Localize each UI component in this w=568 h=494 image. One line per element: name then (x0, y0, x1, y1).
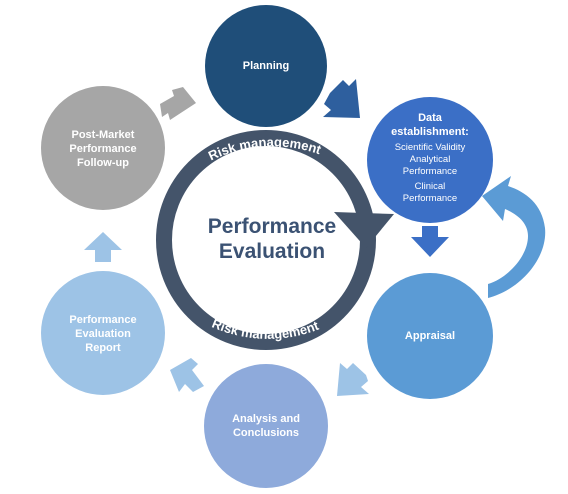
analysis-label-box: Analysis and Conclusions (206, 404, 326, 448)
arrow-report-to-postmarket (84, 232, 122, 262)
data-establishment-node (367, 97, 493, 223)
arrow-analysis-to-report (170, 358, 204, 392)
report-label-box: Performance Evaluation Report (43, 309, 163, 359)
post-market-label-box: Post-Market Performance Follow-up (43, 124, 163, 174)
arrow-appraisal-to-data-curved (482, 176, 546, 298)
data-item-analytical-performance: Analytical Performance (402, 154, 458, 177)
arrow-appraisal-to-analysis (337, 363, 369, 396)
arrow-data-to-appraisal (411, 226, 449, 257)
post-market-label: Post-Market Performance Follow-up (69, 129, 137, 169)
analysis-node (204, 364, 328, 488)
data-establishment-label: Data establishment: (391, 112, 469, 138)
analysis-label: Analysis and Conclusions (232, 413, 300, 439)
center-title: Performance Evaluation (207, 215, 337, 263)
appraisal-label-box: Appraisal (370, 318, 490, 354)
arrow-postmarket-to-planning (160, 87, 196, 120)
data-establishment-label-box: Data establishment: Scientific Validity … (372, 106, 488, 210)
report-label: Performance Evaluation Report (69, 314, 137, 354)
post-market-node (41, 86, 165, 210)
planning-label-box: Planning (206, 46, 326, 86)
arrow-planning-to-data (323, 79, 360, 118)
ring-arrowhead (334, 212, 394, 248)
appraisal-label: Appraisal (404, 330, 456, 342)
appraisal-node (367, 273, 493, 399)
planning-node (205, 5, 327, 127)
data-item-scientific-validity: Scientific Validity (394, 142, 466, 153)
report-node (41, 271, 165, 395)
data-item-clinical-performance: Clinical Performance (402, 181, 458, 204)
planning-label: Planning (242, 60, 290, 72)
